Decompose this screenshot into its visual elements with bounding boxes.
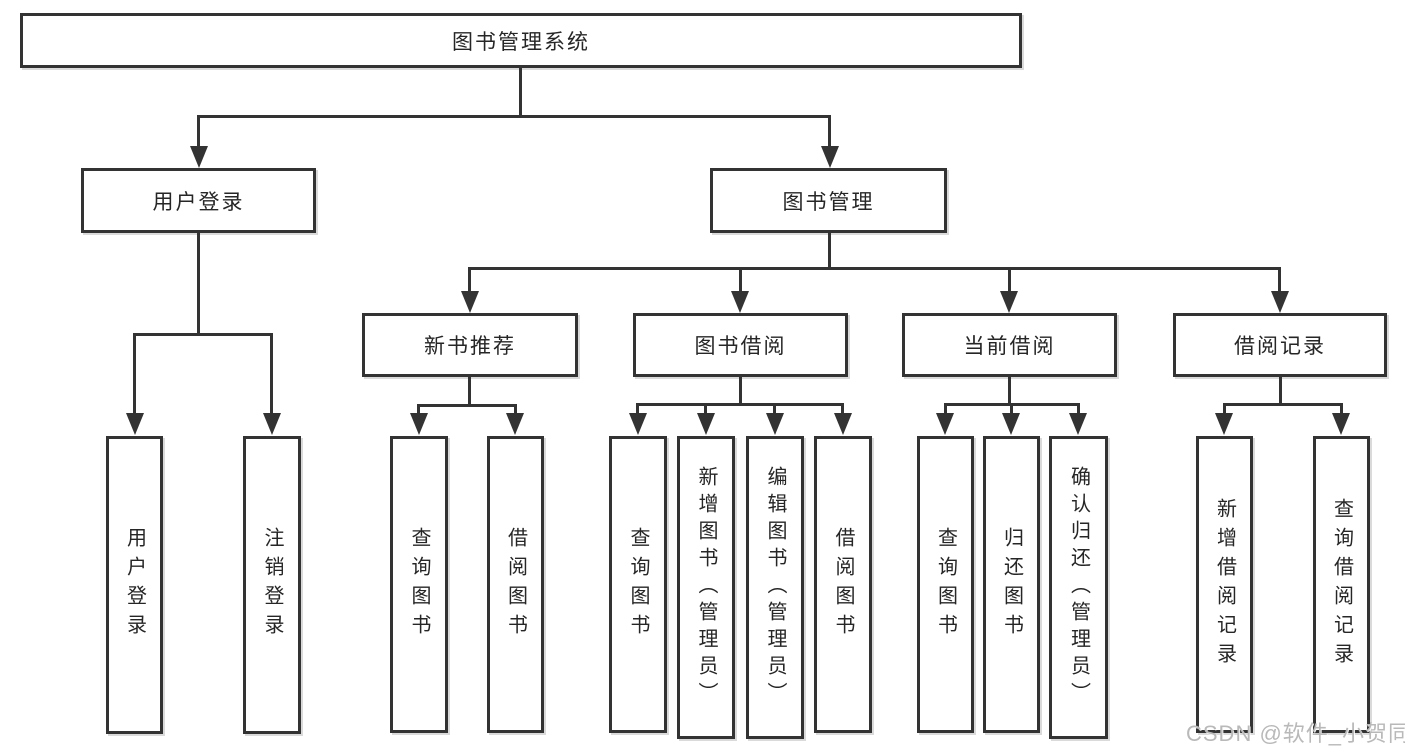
- arrow-down-icon: [936, 413, 954, 435]
- edge-user-hline: [133, 333, 273, 336]
- edge-sec3-vline: [1279, 377, 1282, 405]
- edge-book-sec2-stem: [1008, 267, 1011, 292]
- leaf-confirm-return-admin: 确认归还（管理员）: [1049, 436, 1108, 739]
- edge-sec1-child2-stem: [773, 403, 776, 415]
- node-user-login-label: 用户登录: [152, 190, 245, 214]
- edge-sec0-vline: [468, 377, 471, 406]
- leaf-return-book: 归还图书: [983, 436, 1040, 733]
- leaf-borrow-book-recommend-label: 借阅图书: [504, 526, 527, 643]
- leaf-borrow-book: 借阅图书: [814, 436, 872, 733]
- arrow-down-icon: [126, 413, 144, 435]
- arrow-down-icon: [1271, 291, 1289, 313]
- arrow-down-icon: [190, 146, 208, 168]
- edge-sec2-vline: [1008, 377, 1011, 405]
- leaf-query-book-current: 查询图书: [917, 436, 974, 733]
- edge-sec0-child0-stem: [417, 404, 420, 415]
- leaf-query-book-recommend: 查询图书: [390, 436, 448, 733]
- edge-sec0-hline: [417, 404, 517, 407]
- leaf-add-borrow-record-label: 新增借阅记录: [1213, 497, 1236, 672]
- leaf-user-login-label: 用户登录: [123, 527, 146, 643]
- leaf-query-book-borrow: 查询图书: [609, 436, 667, 733]
- node-root-label: 图书管理系统: [452, 30, 590, 54]
- leaf-user-login: 用户登录: [106, 436, 163, 734]
- leaf-borrow-book-recommend: 借阅图书: [487, 436, 544, 733]
- edge-sec3-child1-stem: [1340, 403, 1343, 415]
- node-user-login: 用户登录: [81, 168, 316, 233]
- arrow-down-icon: [731, 291, 749, 313]
- leaf-edit-book-admin-label: 编辑图书（管理员）: [764, 466, 786, 709]
- edge-sec2-child2-stem: [1077, 403, 1080, 415]
- leaf-logout-label: 注销登录: [261, 527, 283, 643]
- node-new-book-recommend: 新书推荐: [362, 313, 578, 377]
- edge-book-sec0-stem: [468, 267, 471, 292]
- arrow-down-icon: [697, 413, 715, 435]
- arrow-down-icon: [1215, 413, 1233, 435]
- arrow-down-icon: [834, 413, 852, 435]
- node-book-borrow: 图书借阅: [633, 313, 848, 377]
- arrow-down-icon: [410, 413, 428, 435]
- leaf-query-book-current-label: 查询图书: [934, 526, 957, 643]
- edge-book-hline: [469, 267, 1281, 270]
- leaf-add-borrow-record: 新增借阅记录: [1196, 436, 1253, 733]
- edge-user-vline: [197, 233, 200, 335]
- edge-root-to-book-stem: [828, 115, 831, 147]
- arrow-down-icon: [1002, 413, 1020, 435]
- arrow-down-icon: [1000, 291, 1018, 313]
- arrow-down-icon: [263, 413, 281, 435]
- arrow-down-icon: [821, 146, 839, 168]
- leaf-query-borrow-record-label: 查询借阅记录: [1330, 497, 1353, 672]
- edge-sec1-vline: [739, 377, 742, 405]
- edge-sec0-child1-stem: [514, 404, 517, 415]
- edge-book-vline: [828, 232, 831, 269]
- edge-user-child1-stem: [270, 333, 273, 414]
- arrow-down-icon: [766, 413, 784, 435]
- edge-sec3-child0-stem: [1223, 403, 1226, 415]
- leaf-query-book-recommend-label: 查询图书: [408, 526, 430, 643]
- leaf-borrow-book-label: 借阅图书: [832, 526, 854, 643]
- edge-sec1-child0-stem: [636, 403, 639, 415]
- leaf-logout: 注销登录: [243, 436, 301, 734]
- edge-sec2-child0-stem: [944, 403, 947, 415]
- node-new-book-recommend-label: 新书推荐: [424, 335, 516, 358]
- node-borrow-record-label: 借阅记录: [1234, 335, 1326, 358]
- edge-user-child0-stem: [133, 333, 136, 414]
- leaf-add-book-admin-label: 新增图书（管理员）: [695, 466, 717, 709]
- node-book-management: 图书管理: [710, 168, 947, 233]
- leaf-confirm-return-admin-label: 确认归还（管理员）: [1067, 466, 1090, 709]
- csdn-watermark: CSDN @软件_小贺同学: [1186, 721, 1405, 746]
- edge-book-sec3-stem: [1278, 267, 1281, 292]
- leaf-query-book-borrow-label: 查询图书: [627, 526, 649, 643]
- node-book-management-label: 图书管理: [782, 190, 875, 214]
- leaf-return-book-label: 归还图书: [1000, 526, 1023, 643]
- node-current-borrow: 当前借阅: [902, 313, 1117, 377]
- edge-sec2-child1-stem: [1010, 403, 1013, 415]
- arrow-down-icon: [1332, 413, 1350, 435]
- arrow-down-icon: [506, 413, 524, 435]
- leaf-query-borrow-record: 查询借阅记录: [1313, 436, 1370, 733]
- node-current-borrow-label: 当前借阅: [963, 335, 1056, 358]
- arrow-down-icon: [1069, 413, 1087, 435]
- leaf-add-book-admin: 新增图书（管理员）: [677, 436, 735, 739]
- edge-root-vline: [519, 68, 522, 117]
- edge-root-to-user-stem: [197, 115, 200, 147]
- edge-sec3-hline: [1223, 403, 1343, 406]
- node-borrow-record: 借阅记录: [1173, 313, 1387, 377]
- edge-sec1-child1-stem: [704, 403, 707, 415]
- edge-sec1-hline: [638, 403, 844, 406]
- arrow-down-icon: [461, 291, 479, 313]
- node-book-borrow-label: 图书借阅: [694, 335, 787, 358]
- arrow-down-icon: [629, 413, 647, 435]
- edge-root-hline: [197, 115, 831, 118]
- edge-book-sec1-stem: [739, 267, 742, 292]
- edge-sec1-child3-stem: [841, 403, 844, 415]
- leaf-edit-book-admin: 编辑图书（管理员）: [746, 436, 804, 739]
- node-root: 图书管理系统: [20, 13, 1022, 68]
